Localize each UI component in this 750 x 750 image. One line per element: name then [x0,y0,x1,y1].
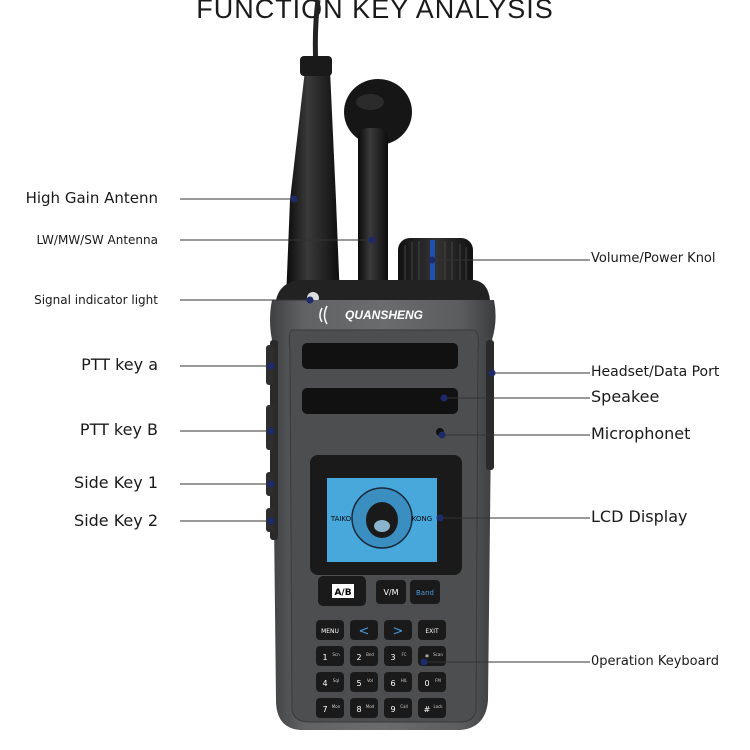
keypad-key-sublabel: Vol [367,678,373,683]
keypad-key-sublabel: FM [435,678,441,683]
label-signal-indicator-light: Signal indicator light [34,293,158,307]
keypad-key-label: 5 [356,679,361,688]
vm-key[interactable] [376,580,406,604]
brand-logo-icon-2 [323,305,328,325]
keypad-key-sublabel: H/L [401,678,408,683]
keypad-key-4[interactable] [316,672,344,692]
keypad-key-label: * [425,653,429,662]
keypad-key-5[interactable] [350,672,378,692]
keypad-key-sublabel: Bnd [366,652,374,657]
right-arrow-key[interactable] [384,620,412,640]
vm-key-label: V/M [383,588,398,597]
ab-key-face [332,584,354,598]
label-speaker: Speakee [591,387,660,406]
pointer-dots [267,195,496,666]
left-arrow-key[interactable] [350,620,378,640]
keypad-key-0[interactable] [316,646,344,666]
speaker-slot-1 [302,343,458,369]
keypad-key-sublabel: Scn [332,652,340,657]
label-headset-data-port: Headset/Data Port [591,364,720,380]
label-volume-power-knob: Volume/Power Knol [591,251,716,266]
keypad-key-label: 3 [390,653,395,662]
label-side-key-2: Side Key 2 [74,511,158,530]
keypad-key-8[interactable] [316,698,344,718]
brand-logo-icon [319,307,323,323]
keypad-key-sublabel: Scan [433,652,443,657]
antenna-tip [300,56,332,76]
keypad-key-label: 9 [390,705,395,714]
right-arrow-icon: > [393,624,404,639]
keypad-key-label: 1 [322,653,327,662]
volume-knob-stripe [430,240,435,292]
label-ptt-key-b: PTT key B [79,420,158,439]
lw-antenna-highlight [356,94,384,110]
ptt-key-b[interactable] [266,405,274,450]
exit-key-label: EXIT [425,628,439,635]
keypad-key-label: 0 [424,679,429,688]
menu-key-label: MENU [321,628,339,635]
keypad-key-sublabel: FC [401,652,406,657]
brand-text: QUANSHENG [345,308,423,322]
menu-key[interactable] [316,620,344,640]
ab-key-label: A/B [334,588,351,598]
keypad-key-label: # [424,705,431,714]
label-side-key-1: Side Key 1 [74,473,158,492]
keypad-key-sublabel: Mon [332,704,341,709]
keypad-key-1[interactable] [350,646,378,666]
lw-antenna-stem [358,128,388,293]
band-key[interactable] [410,580,440,604]
keypad-key-label: 2 [356,653,361,662]
keypad-key-sublabel: Call [400,704,407,709]
keypad-key-label: 4 [322,679,327,688]
headset-port-cover [486,340,494,470]
keypad-key-9[interactable] [350,698,378,718]
keypad-key-sublabel: Sql [333,678,339,683]
operation-keypad: 1 Scn 2 Bnd 3 FC * Scan 4 Sql 5 Vol 6 H/L 0 FM 7 Mon 8 Mod 9… [316,646,446,718]
keypad-key-7[interactable] [418,672,446,692]
exit-key[interactable] [418,620,446,640]
keypad-key-sublabel: Lock [433,704,443,709]
screen-text-kong: KONG [412,515,432,523]
band-key-label: Band [416,589,434,597]
speaker-slot-2 [302,388,458,414]
keypad-key-6[interactable] [384,672,412,692]
keypad-key-10[interactable] [384,698,412,718]
label-ptt-key-a: PTT key a [81,355,158,374]
keypad-key-label: 6 [390,679,395,688]
left-arrow-icon: < [359,624,370,639]
keypad-key-label: 7 [322,705,327,714]
label-lw-mw-sw-antenna: LW/MW/SW Antenna [36,233,158,247]
keypad-key-11[interactable] [418,698,446,718]
keypad-key-sublabel: Mod [366,704,375,709]
pointer-lines [180,198,590,663]
label-operation-keyboard: 0peration Keyboard [591,654,719,669]
screen-text-taiko: TAIKO [330,515,352,523]
high-gain-antenna [286,70,340,300]
lw-antenna-head [344,79,412,145]
keypad-key-2[interactable] [384,646,412,666]
page-title: FUNCTION KEY ANALYSIS [196,0,554,24]
label-lcd-display: LCD Display [591,507,688,526]
keypad-key-label: 8 [356,705,361,714]
label-high-gain-antenna: High Gain Antenn [25,189,158,207]
label-microphone: Microphonet [591,424,691,443]
kong-logo-face [374,520,390,532]
